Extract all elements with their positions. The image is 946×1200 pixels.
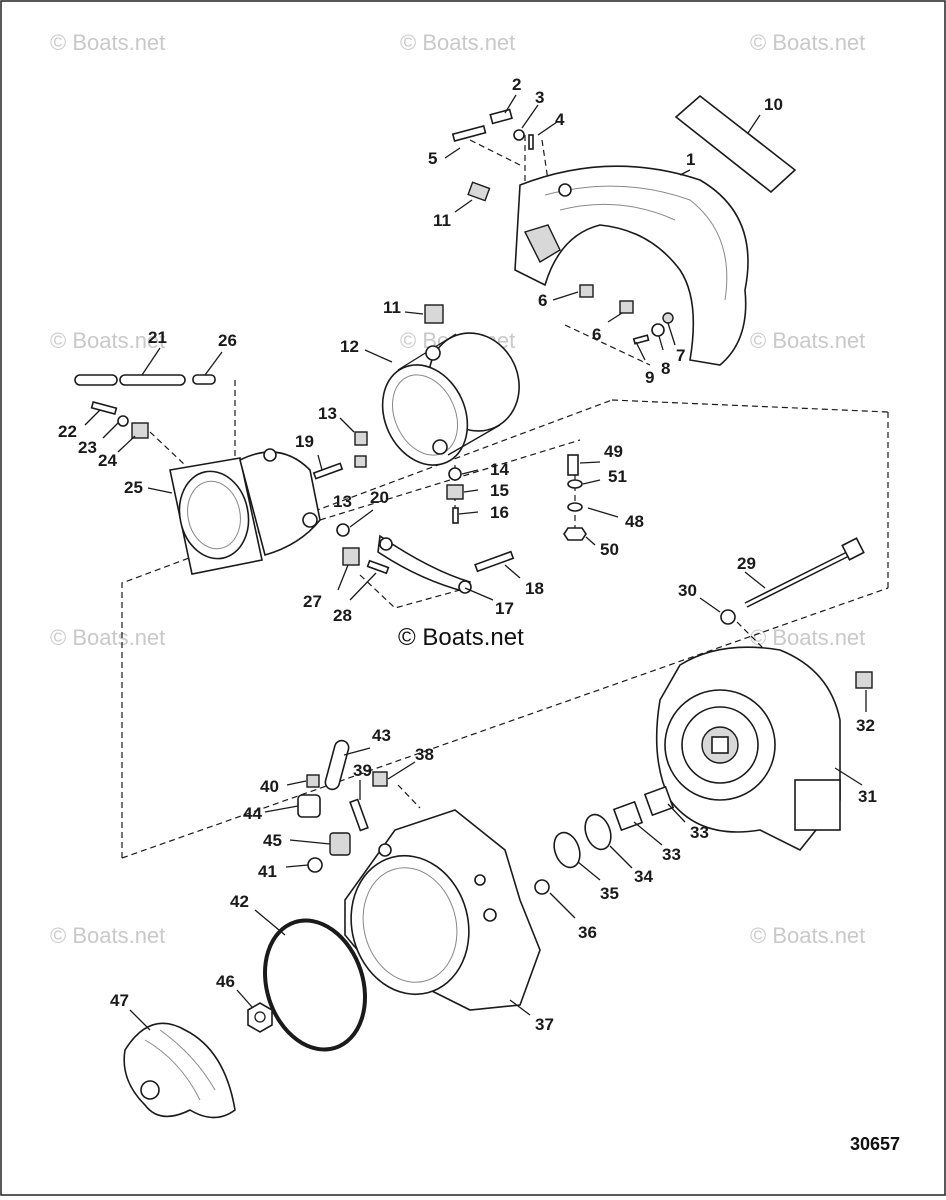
callout-label: 16 <box>490 503 509 522</box>
callout-label: 13 <box>318 404 337 423</box>
callout-label: 36 <box>578 923 597 942</box>
fitting-part <box>297 739 388 873</box>
callouts: 1 2 3 4 5 6 6 7 8 9 10 11 11 12 13 13 14… <box>58 75 877 1034</box>
rod-part <box>74 374 216 439</box>
callout-label: 22 <box>58 422 77 441</box>
reference-number: 30657 <box>850 1134 900 1154</box>
callout-label: 44 <box>243 804 262 823</box>
callout-label: 39 <box>353 761 372 780</box>
callout-label: 18 <box>525 579 544 598</box>
housing-part <box>169 448 350 575</box>
callout-label: 23 <box>78 438 97 457</box>
callout-label: 19 <box>295 432 314 451</box>
watermark-text: © Boats.net <box>50 30 165 55</box>
callout-label: 33 <box>662 845 681 864</box>
callout-label: 38 <box>415 745 434 764</box>
callout-label: 5 <box>428 149 437 168</box>
callout-label: 26 <box>218 331 237 350</box>
callout-label: 15 <box>490 481 509 500</box>
callout-label: 32 <box>856 716 875 735</box>
callout-label: 6 <box>538 291 547 310</box>
watermark-text: © Boats.net <box>750 30 865 55</box>
callout-label: 7 <box>676 346 685 365</box>
bushing-part <box>354 431 587 541</box>
callout-label: 34 <box>634 867 653 886</box>
through-bolt-part <box>720 537 865 625</box>
callout-label: 42 <box>230 892 249 911</box>
callout-label: 24 <box>98 451 117 470</box>
callout-label: 46 <box>216 972 235 991</box>
reverse-gate-ring-part <box>381 304 520 466</box>
watermark-text: © Boats.net <box>750 328 865 353</box>
steering-nozzle-part <box>514 165 749 366</box>
callout-label: 37 <box>535 1015 554 1034</box>
callout-label: 43 <box>372 726 391 745</box>
callout-label: 49 <box>604 442 623 461</box>
callout-label: 29 <box>737 554 756 573</box>
callout-label: 8 <box>661 359 670 378</box>
watermark-text: © Boats.net <box>50 923 165 948</box>
callout-label: 28 <box>333 606 352 625</box>
callout-label: 11 <box>383 298 401 317</box>
pump-body-part <box>344 809 541 1011</box>
impeller-part <box>123 1022 236 1119</box>
callout-label: 20 <box>370 488 389 507</box>
decal-part <box>674 94 797 194</box>
watermark-text: © Boats.net <box>50 625 165 650</box>
callout-label: 13 <box>333 492 352 511</box>
callout-label: 27 <box>303 592 322 611</box>
callout-label: 41 <box>258 862 277 881</box>
callout-label: 51 <box>608 467 627 486</box>
callout-label: 11 <box>433 211 451 230</box>
callout-label: 25 <box>124 478 143 497</box>
bearing-part <box>534 785 675 895</box>
watermark-text: © Boats.net <box>750 923 865 948</box>
reverse-gate-lever-part <box>342 534 515 594</box>
copyright-text: © Boats.net <box>398 624 524 651</box>
callout-label: 12 <box>340 337 359 356</box>
callout-label: 31 <box>858 787 877 806</box>
callout-label: 9 <box>645 368 654 387</box>
callout-label: 2 <box>512 75 521 94</box>
watermark-text: © Boats.net <box>750 625 865 650</box>
watermark-text: © Boats.net <box>50 328 165 353</box>
callout-label: 3 <box>535 88 544 107</box>
o-ring-part <box>263 918 367 1052</box>
nut-part <box>247 1002 273 1033</box>
callout-label: 1 <box>686 150 695 169</box>
callout-label: 21 <box>148 328 167 347</box>
pump-housing-part <box>655 646 873 852</box>
callout-label: 17 <box>495 599 514 618</box>
callout-label: 33 <box>690 823 709 842</box>
bolt-part <box>451 108 674 345</box>
callout-label: 6 <box>592 325 601 344</box>
callout-label: 48 <box>625 512 644 531</box>
callout-label: 35 <box>600 884 619 903</box>
callout-label: 50 <box>600 540 619 559</box>
callout-label: 30 <box>678 581 697 600</box>
callout-label: 4 <box>555 110 565 129</box>
leader-lines <box>84 94 867 1031</box>
watermark-text: © Boats.net <box>400 30 515 55</box>
callout-label: 10 <box>764 95 783 114</box>
callout-label: 14 <box>490 460 509 479</box>
callout-label: 47 <box>110 991 129 1010</box>
callout-label: 40 <box>260 777 279 796</box>
callout-label: 45 <box>263 831 282 850</box>
